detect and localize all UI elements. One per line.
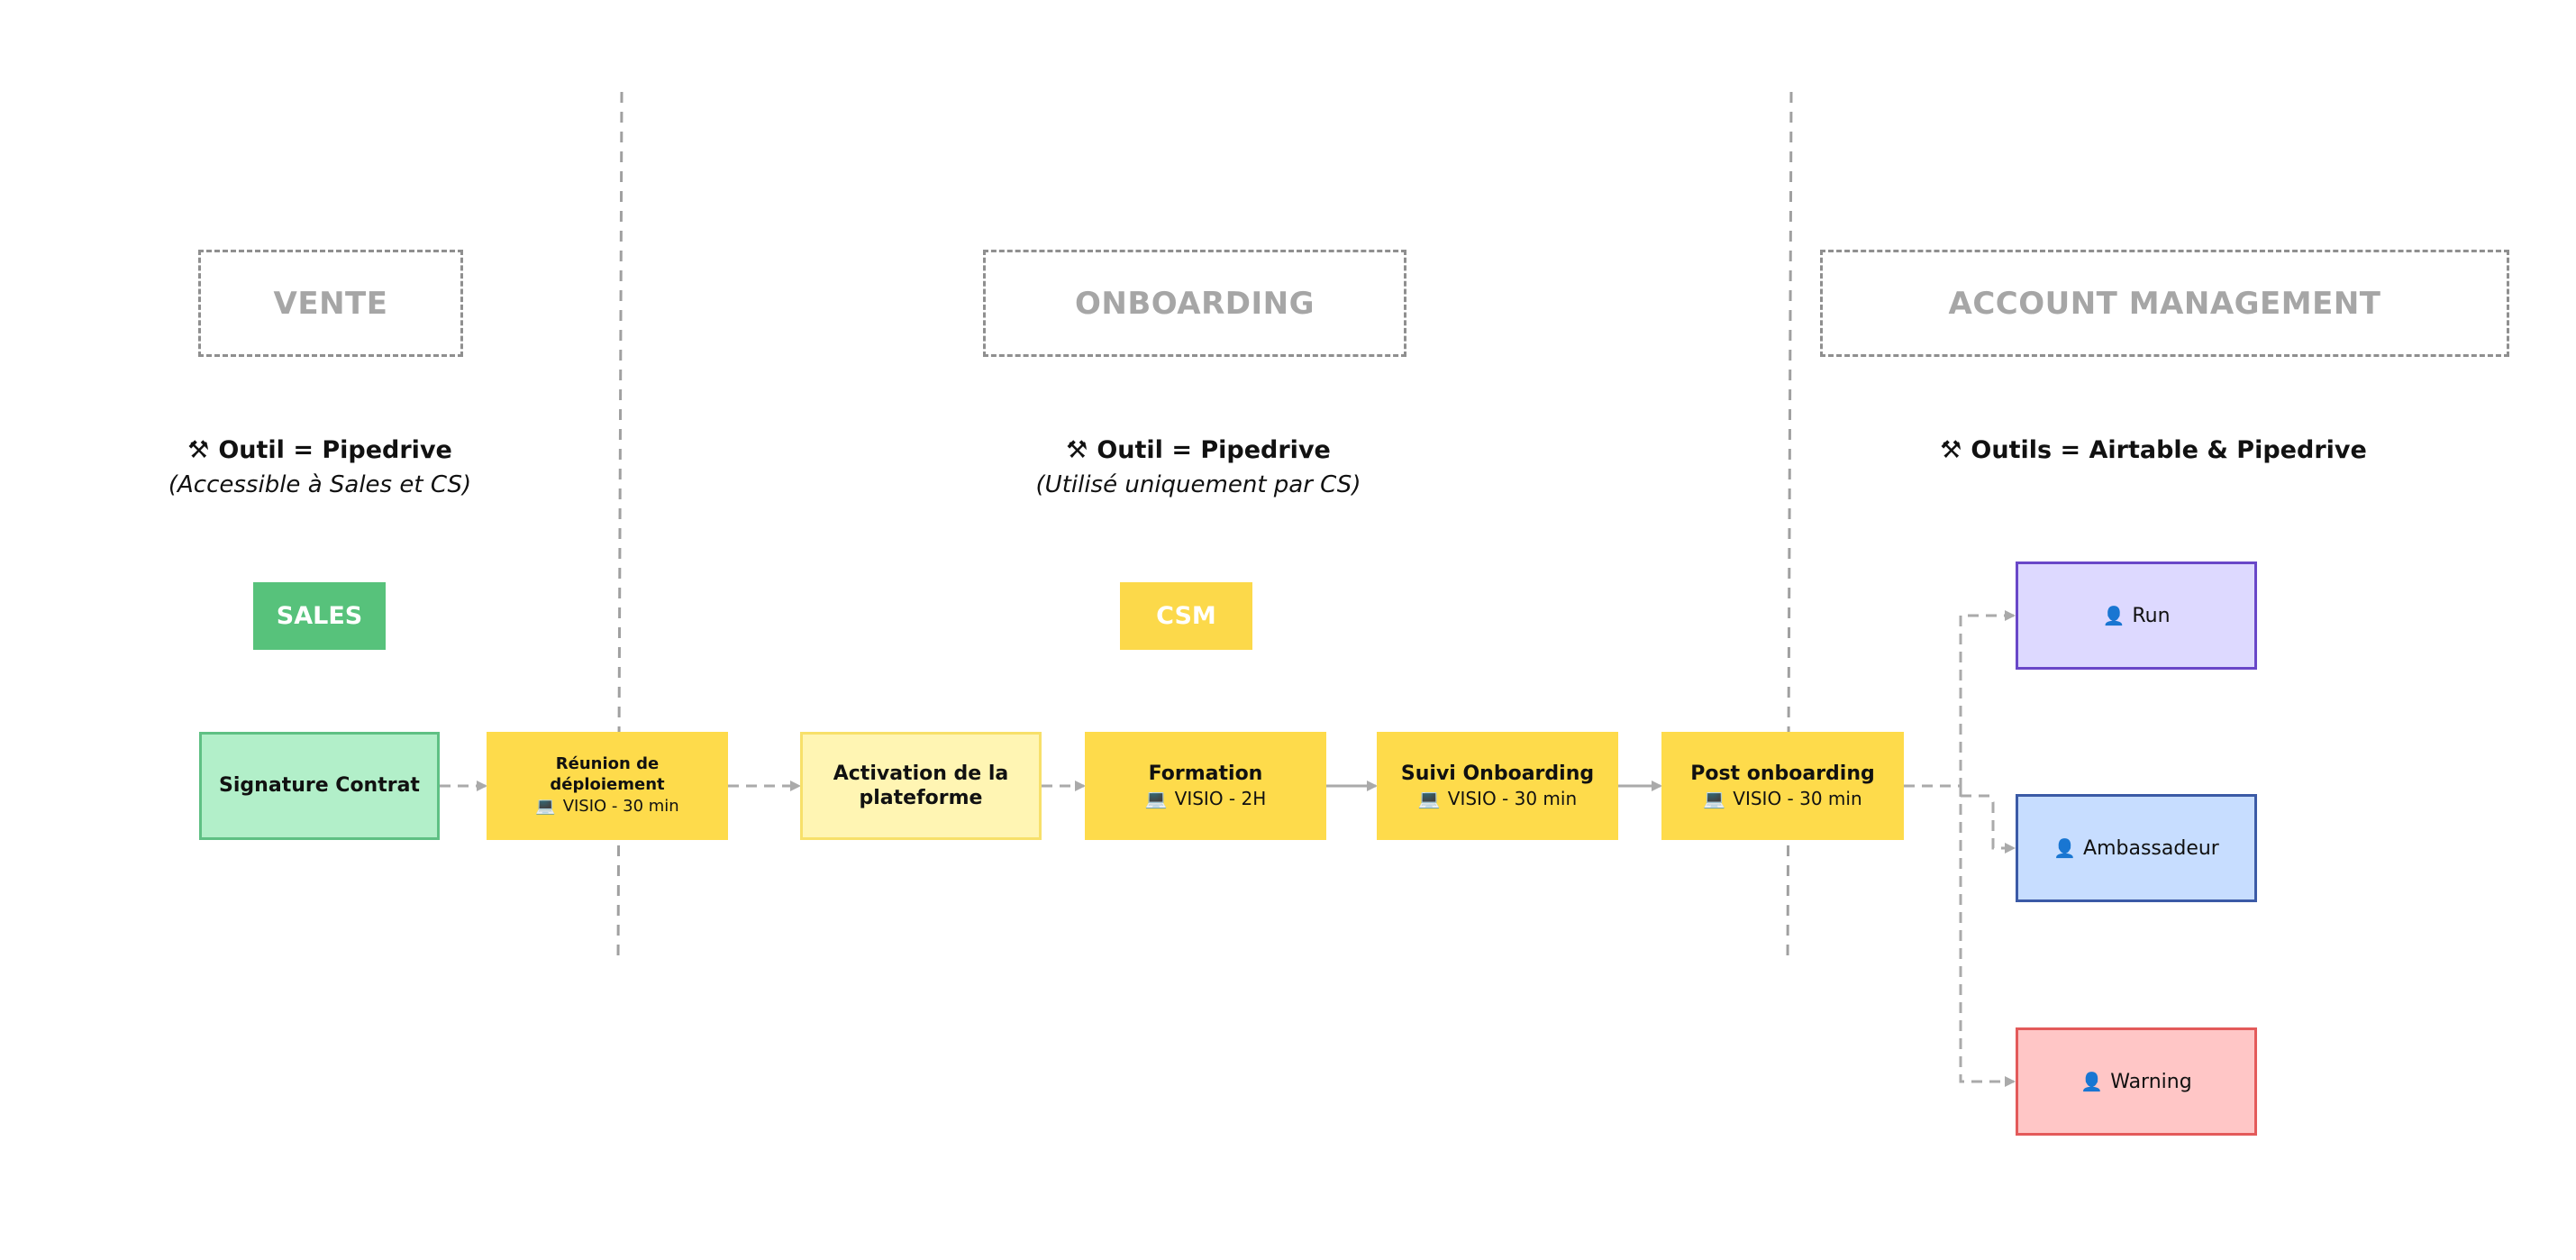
tool-onboarding: ⚒ Outil = Pipedrive (Utilisé uniquement p… [1005,436,1392,498]
step-formation-title: Formation [1148,762,1263,785]
step-post-detail: VISIO - 30 min [1733,788,1862,810]
step-activation-plateforme[interactable]: Activation de la plateforme [800,732,1042,840]
role-sales-label: SALES [276,602,363,630]
step-suivi-title: Suivi Onboarding [1400,762,1595,785]
person-icon: 👤 [2102,605,2125,626]
step-reunion-title: Réunion de déploiement [550,754,665,794]
phase-account-label: ACCOUNT MANAGEMENT [1948,285,2381,322]
outcome-ambassadeur[interactable]: 👤 Ambassadeur [2016,794,2257,902]
step-formation[interactable]: Formation 💻 VISIO - 2H [1085,732,1326,840]
role-badge-csm: CSM [1120,582,1252,650]
outcome-run-label: Run [2132,604,2171,627]
step-activation-title: Activation de la plateforme [833,762,1009,810]
divider-vente-onboarding [616,91,624,965]
hammer-pick-icon: ⚒ [1066,436,1088,464]
step-suivi-detail: VISIO - 30 min [1447,788,1578,810]
role-csm-label: CSM [1156,602,1216,630]
outcome-ambassadeur-label: Ambassadeur [2083,836,2219,860]
arrow-post-run [1904,610,2016,788]
role-badge-sales: SALES [253,582,386,650]
step-formation-detail: VISIO - 2H [1174,788,1267,810]
divider-onboarding-account [1786,91,1793,965]
step-post-onboarding[interactable]: Post onboarding 💻 VISIO - 30 min [1661,732,1904,840]
laptop-icon: 💻 [535,797,556,817]
phase-onboarding: ONBOARDING [983,250,1406,357]
step-signature-title: Signature Contrat [219,774,420,798]
step-reunion-detail: VISIO - 30 min [562,797,679,817]
tool-account-label: Outils = Airtable & Pipedrive [1971,436,2367,464]
arrow-post-warning [1959,786,2016,1087]
outcome-run[interactable]: 👤 Run [2016,562,2257,670]
step-post-title: Post onboarding [1690,762,1875,785]
tool-onboarding-label: Outil = Pipedrive [1097,436,1331,464]
step-signature-contrat[interactable]: Signature Contrat [199,732,440,840]
hammer-pick-icon: ⚒ [1940,436,1962,464]
hammer-pick-icon: ⚒ [187,436,210,464]
tool-vente-note: (Accessible à Sales et CS) [168,471,472,498]
tool-account: ⚒ Outils = Airtable & Pipedrive [1910,436,2397,464]
outcome-warning-label: Warning [2110,1070,2192,1093]
laptop-icon: 💻 [1417,788,1441,810]
phase-onboarding-label: ONBOARDING [1075,285,1315,322]
laptop-icon: 💻 [1703,788,1726,810]
person-icon: 👤 [2080,1071,2104,1092]
step-suivi-onboarding[interactable]: Suivi Onboarding 💻 VISIO - 30 min [1377,732,1618,840]
laptop-icon: 💻 [1144,788,1168,810]
tool-vente: ⚒ Outil = Pipedrive (Accessible à Sales e… [135,436,505,498]
tool-onboarding-note: (Utilisé uniquement par CS) [1035,471,1361,498]
phase-vente: VENTE [198,250,463,357]
arrow-post-ambassadeur [1961,794,2016,854]
person-icon: 👤 [2053,837,2077,859]
outcome-warning[interactable]: 👤 Warning [2016,1027,2257,1136]
step-reunion-deploiement[interactable]: Réunion de déploiement 💻 VISIO - 30 min [487,732,728,840]
phase-vente-label: VENTE [273,285,388,322]
phase-account-management: ACCOUNT MANAGEMENT [1820,250,2509,357]
tool-vente-label: Outil = Pipedrive [218,436,452,464]
